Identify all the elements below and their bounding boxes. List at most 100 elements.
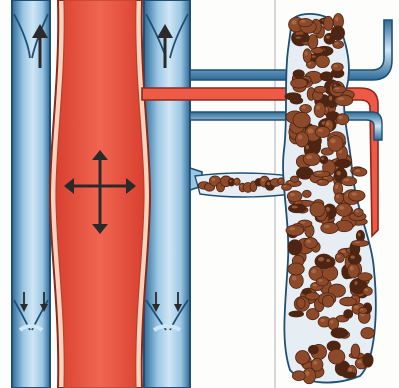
tissue-cell [296, 351, 310, 365]
tissue-cell [288, 240, 302, 255]
tissue-cell [335, 253, 344, 262]
tissue-cell-highlight [308, 129, 314, 134]
tissue-cell-highlight [311, 269, 316, 273]
tissue-cell-highlight [313, 361, 317, 365]
tissue-cell [310, 202, 325, 217]
tissue-cell [287, 191, 302, 202]
tissue-cell [290, 176, 298, 182]
tissue-cell-highlight [318, 129, 323, 132]
tissue-cell [289, 311, 304, 317]
tissue-cell-highlight [302, 106, 306, 109]
tissue-cell-highlight [330, 320, 334, 324]
tissue-cell [332, 86, 345, 93]
tissue-cell-highlight [350, 255, 355, 258]
tissue-cell-highlight [355, 210, 358, 212]
tissue-cell [315, 126, 330, 137]
tissue-cell [351, 344, 360, 358]
tissue-cell [292, 35, 309, 42]
tissue-cell-highlight [289, 227, 295, 230]
tissue-cell-highlight [321, 157, 324, 159]
tissue-cell [363, 353, 373, 367]
tissue-cell [335, 159, 351, 168]
tissue-cell [348, 190, 365, 201]
tissue-cell-highlight [318, 279, 322, 281]
tissue-cell [320, 156, 328, 164]
tissue-cell [328, 349, 345, 364]
tissue-cell [305, 293, 319, 300]
tissue-cell-highlight [335, 17, 339, 22]
tissue-cell-highlight [335, 185, 338, 189]
tissue-cell-highlight [349, 368, 352, 372]
tissue-cell-highlight [292, 276, 297, 281]
tissue-cell [295, 132, 308, 147]
tissue-cell [316, 278, 328, 286]
tissue-cell-highlight [283, 185, 286, 187]
tissue-cell-highlight [357, 360, 361, 363]
tissue-cell [324, 16, 334, 30]
tissue-cell [317, 179, 329, 185]
tissue-cell-highlight [240, 185, 242, 188]
tissue-cell-highlight [338, 97, 344, 100]
tissue-cell [348, 263, 360, 278]
tissue-cell [321, 222, 339, 233]
tissue-cell-highlight [355, 169, 360, 172]
tissue-cell-highlight [290, 193, 295, 196]
tissue-cell [308, 34, 318, 49]
tissue-cell-highlight [316, 105, 320, 110]
tissue-cell [311, 358, 323, 371]
tissue-cell [291, 78, 308, 88]
tissue-cell [343, 372, 356, 378]
tissue-cell-highlight [344, 178, 349, 181]
tissue-cell-highlight [319, 181, 323, 183]
tissue-cell [331, 328, 348, 338]
tissue-cell-highlight [326, 259, 330, 262]
tissue-cell-highlight [326, 122, 329, 126]
tissue-cell-highlight [300, 221, 305, 223]
tissue-cell-highlight [337, 171, 341, 175]
tissue-cell-highlight [350, 266, 354, 270]
tissue-cell-highlight [360, 309, 363, 311]
tissue-cell-highlight [354, 305, 358, 308]
tissue-cell [363, 287, 372, 295]
left-vein [12, 0, 50, 388]
tissue-cell [316, 55, 330, 67]
tissue-cell-highlight [351, 192, 357, 195]
tissue-cell [336, 203, 352, 216]
tissue-cell-highlight [305, 371, 309, 376]
tissue-cell [303, 49, 312, 63]
tissue-cell-highlight [291, 20, 296, 24]
tissue-cell-highlight [229, 180, 231, 182]
tissue-cell-highlight [335, 42, 339, 44]
tissue-cell [282, 184, 292, 190]
tissue-cell [285, 93, 301, 100]
tissue-cell-highlight [335, 87, 340, 89]
tissue-cell-highlight [305, 52, 308, 56]
tissue-cell [336, 114, 348, 125]
tissue-cell [303, 153, 320, 166]
tissue-cell [333, 41, 344, 49]
tissue-cell-highlight [358, 233, 361, 237]
tissue-cell [351, 240, 368, 246]
tissue-cell [293, 112, 310, 128]
tissue-cell [286, 225, 304, 235]
tissue-cell [322, 295, 333, 307]
tissue-cell [288, 204, 306, 213]
tissue-cell [302, 190, 311, 197]
tissue-cell [331, 63, 343, 72]
tissue-cell [278, 178, 285, 185]
tissue-cell-highlight [337, 255, 340, 258]
tissue-cell-highlight [336, 195, 339, 198]
tissue-cell-highlight [306, 240, 311, 243]
tissue-cell-highlight [339, 206, 344, 210]
tissue-cell-highlight [313, 284, 317, 287]
tissue-cell-highlight [295, 37, 301, 39]
tissue-cell-highlight [279, 179, 281, 181]
tissue-cell [314, 86, 326, 93]
tissue-cell-highlight [329, 96, 332, 100]
tissue-cell [354, 208, 363, 216]
tissue-cell-highlight [292, 206, 298, 209]
tissue-cell-highlight [235, 180, 237, 182]
tissue-cell-highlight [354, 241, 360, 243]
